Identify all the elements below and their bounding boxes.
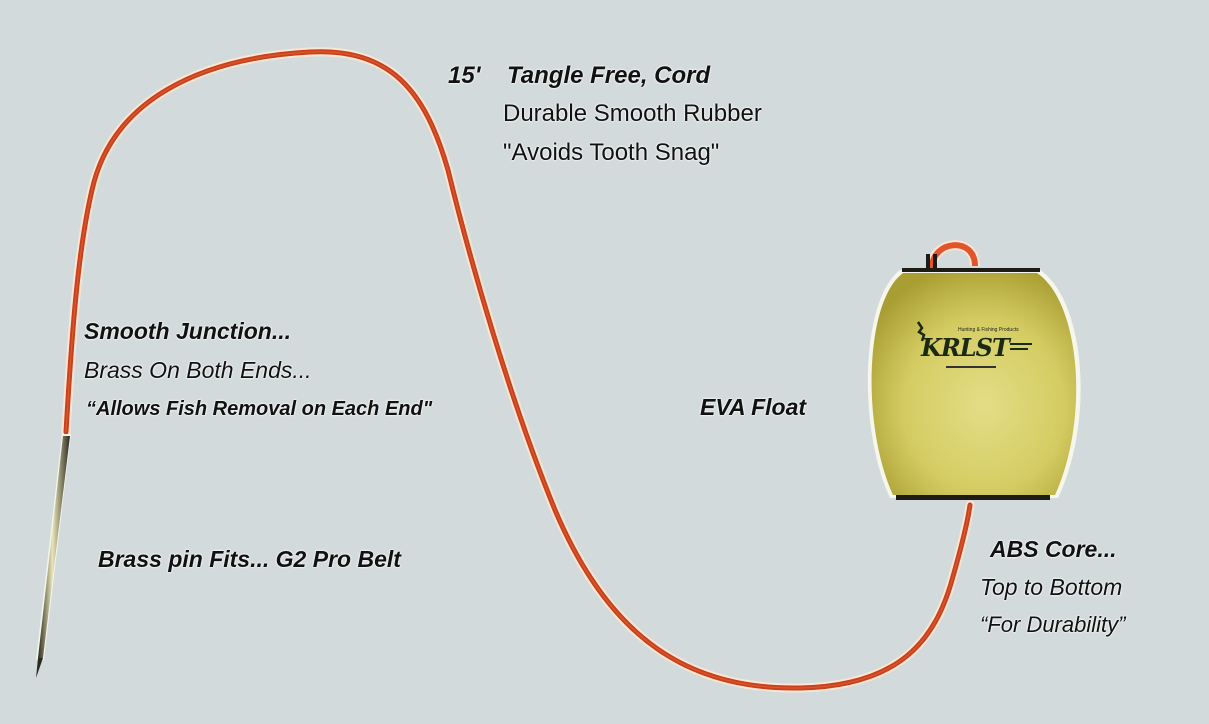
float-logo-brand: KRLST — [920, 333, 1012, 362]
cord-length-label: 15' — [448, 62, 481, 89]
junction-title: Smooth Junction... — [84, 318, 291, 344]
cord-title: Tangle Free, Cord — [507, 62, 711, 89]
float-top-loop — [926, 240, 980, 270]
core-quote: “For Durability” — [980, 612, 1126, 637]
core-title: ABS Core... — [990, 536, 1117, 562]
float-logo: Hunting & Fishing Products KRLST — [916, 321, 1032, 368]
junction-quote: “Allows Fish Removal on Each End" — [86, 398, 433, 420]
float-title: EVA Float — [700, 394, 807, 420]
eva-float — [867, 268, 1081, 500]
core-description: Top to Bottom — [980, 574, 1123, 600]
cord — [61, 47, 975, 693]
cord-description: Durable Smooth Rubber — [503, 100, 762, 127]
cord-quote: "Avoids Tooth Snag" — [503, 139, 720, 166]
brass-pin — [36, 434, 71, 678]
junction-description: Brass On Both Ends... — [84, 357, 312, 383]
pin-title: Brass pin Fits... G2 Pro Belt — [98, 546, 401, 572]
float-logo-tagline: Hunting & Fishing Products — [958, 327, 1019, 333]
